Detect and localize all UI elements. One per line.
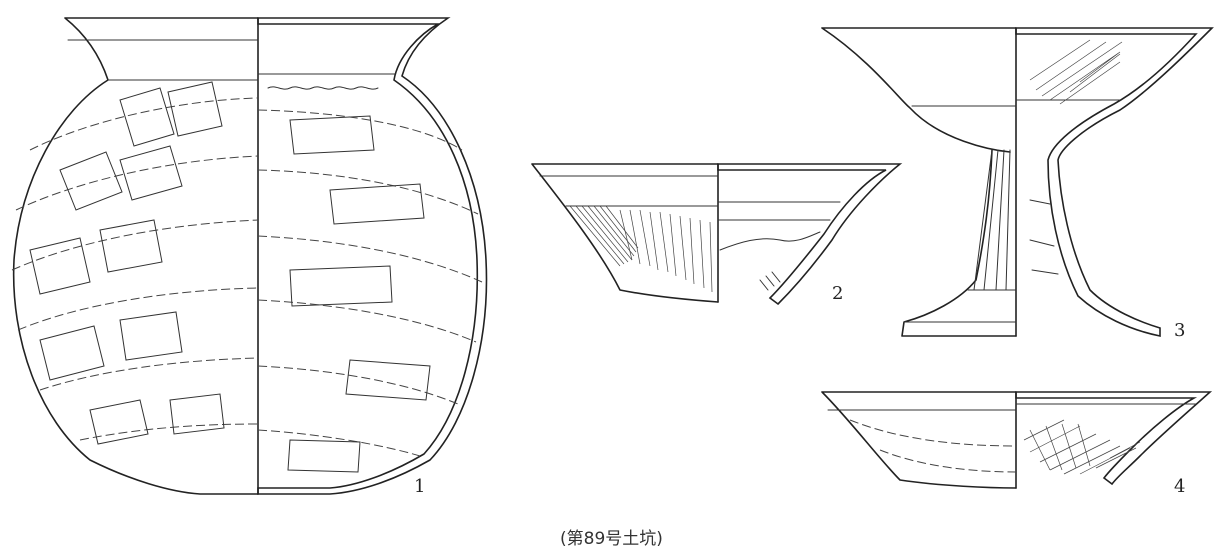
vessel-2-drawing — [531, 163, 903, 306]
figure-caption: (第89号土坑) — [560, 529, 663, 549]
vessel-number-4: 4 — [1174, 476, 1186, 497]
vessel-1-drawing — [11, 17, 488, 495]
vessel-number-2: 2 — [832, 283, 844, 304]
vessel-3-drawing — [821, 27, 1214, 337]
vessel-4-drawing — [821, 391, 1213, 489]
vessel-number-3: 3 — [1174, 320, 1186, 341]
vessel-number-1: 1 — [414, 476, 426, 497]
